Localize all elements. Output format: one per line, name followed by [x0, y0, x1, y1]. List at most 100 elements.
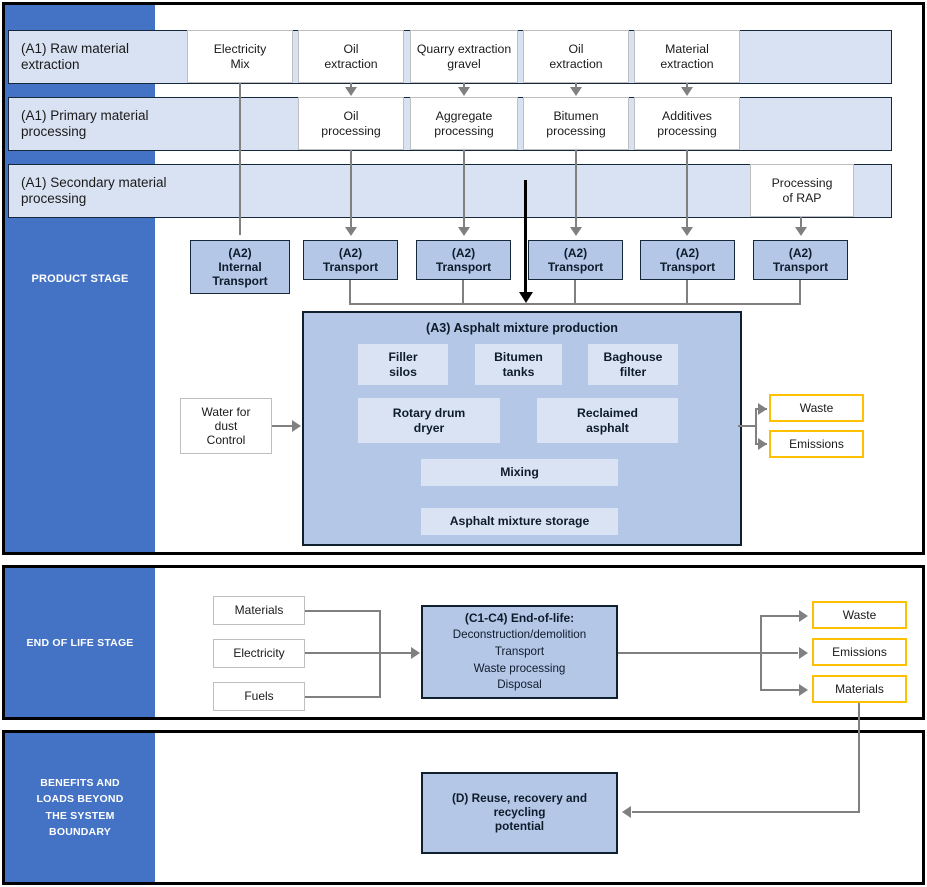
connector-materials-to-module-d [858, 703, 860, 813]
box-line2: asphalt [586, 420, 629, 435]
a1-raw-material-label: (A1) Raw material extraction [8, 30, 193, 84]
a2-internal-transport[interactable]: (A2) Internal Transport [190, 240, 290, 294]
a2-transport-1[interactable]: (A2) Transport [303, 240, 398, 280]
a1-secondary-label-line1: (A1) Secondary material [21, 174, 167, 190]
a2-transport-2[interactable]: (A2) Transport [416, 240, 511, 280]
eol-process-title: (C1-C4) End-of-life: [464, 610, 575, 625]
box-oil-extraction-2[interactable]: Oil extraction [523, 30, 629, 83]
box-material-extraction[interactable]: Material extraction [634, 30, 740, 83]
a1-primary-label-line2: processing [21, 124, 87, 139]
box-line1: Processing [771, 176, 833, 190]
box-line1: (A2) [228, 245, 252, 260]
box-oil-processing[interactable]: Oil processing [298, 97, 404, 150]
eol-out-riser [760, 615, 762, 690]
box-line1: Asphalt mixture storage [449, 514, 590, 529]
output-waste-production[interactable]: Waste [769, 394, 864, 422]
eol-input-materials[interactable]: Materials [213, 596, 305, 625]
end-of-life-stage-band: END OF LIFE STAGE [5, 568, 155, 717]
beyond-boundary-stage-band: BENEFITS AND LOADS BEYOND THE SYSTEM BOU… [5, 733, 155, 882]
a3-production-title: (A3) Asphalt mixture production [426, 321, 618, 335]
arrow-eol-to-emissions [799, 647, 808, 659]
subbox-asphalt-mixture-storage[interactable]: Asphalt mixture storage [421, 508, 618, 535]
connector-aggregate-down [463, 150, 465, 228]
a2-transport-3[interactable]: (A2) Transport [528, 240, 623, 280]
arrow-oil-proc-down [345, 227, 357, 236]
subbox-baghouse-filter[interactable]: Baghouse filter [588, 344, 678, 385]
beyond-boundary-line-2: LOADS BEYOND [36, 793, 124, 806]
arrow-material-to-additives [681, 87, 693, 96]
eol-output-waste[interactable]: Waste [812, 601, 907, 629]
connector-materials-to-module-d-horizontal [632, 811, 860, 813]
eol-input-fuels[interactable]: Fuels [213, 682, 305, 711]
box-water-for-dust-control[interactable]: Water for dust Control [180, 398, 272, 454]
input-label: Materials [234, 603, 284, 618]
arrow-eol-to-waste [799, 610, 808, 622]
box-electricity-mix[interactable]: Electricity Mix [187, 30, 293, 83]
connector-water-to-a3 [272, 425, 293, 427]
eol-output-emissions[interactable]: Emissions [812, 638, 907, 666]
beyond-boundary-line-4: BOUNDARY [49, 825, 111, 838]
box-quarry-extraction-gravel[interactable]: Quarry extraction gravel [410, 30, 518, 83]
box-line2: Transport [322, 260, 379, 274]
a2-transport-5[interactable]: (A2) Transport [753, 240, 848, 280]
eol-bus-fuels [305, 696, 380, 698]
box-line1: (A2) [563, 245, 588, 260]
arrow-oil-ext-to-oil-proc [345, 87, 357, 96]
arrow-a3-to-waste [758, 403, 767, 415]
box-line1: Rotary drum [392, 406, 466, 421]
a1-secondary-processing-label: (A1) Secondary material processing [8, 164, 248, 218]
box-line1: Electricity [213, 42, 267, 56]
beyond-boundary-line-3: THE SYSTEM [45, 809, 115, 822]
box-line1: Additives [662, 109, 712, 123]
box-line1: Bitumen [494, 350, 543, 365]
box-additives-processing[interactable]: Additives processing [634, 97, 740, 150]
box-line1: Bitumen [553, 109, 599, 123]
box-line2: dryer [413, 420, 445, 435]
bus-drop-t4 [686, 280, 688, 305]
box-bitumen-processing[interactable]: Bitumen processing [523, 97, 629, 150]
subbox-mixing[interactable]: Mixing [421, 459, 618, 486]
output-label: Emissions [789, 436, 844, 451]
input-label: Electricity [233, 646, 285, 661]
eol-bus-to-process [305, 652, 413, 654]
box-line2: processing [321, 123, 381, 138]
box-line2: gravel [447, 56, 481, 71]
box-line2: filter [619, 364, 647, 379]
subbox-rotary-drum-dryer[interactable]: Rotary drum dryer [358, 398, 500, 443]
a1-raw-label-line2: extraction [21, 57, 80, 72]
output-label: Emissions [832, 644, 887, 659]
eol-process-box[interactable]: (C1-C4) End-of-life: Deconstruction/demo… [421, 605, 618, 699]
connector-oil-ext-to-bitumen [575, 83, 577, 88]
eol-process-line-4: Disposal [497, 678, 542, 692]
box-line2: silos [389, 364, 417, 379]
a1-secondary-processing-band [8, 164, 892, 218]
arrow-eol-to-materials [799, 684, 808, 696]
module-d-box[interactable]: (D) Reuse, recovery and recycling potent… [421, 772, 618, 854]
box-line2: Transport [659, 260, 716, 274]
bus-drop-t3 [574, 280, 576, 305]
eol-input-electricity[interactable]: Electricity [213, 639, 305, 668]
product-stage-band: PRODUCT STAGE [5, 5, 155, 552]
box-line1: Oil [343, 42, 359, 56]
output-emissions-production[interactable]: Emissions [769, 430, 864, 458]
box-line1: Oil [343, 109, 359, 123]
arrow-quarry-to-aggregate [458, 87, 470, 96]
box-line1: (A2) [338, 245, 363, 260]
arrow-oil-ext-to-bitumen [570, 87, 582, 96]
box-processing-of-rap[interactable]: Processing of RAP [750, 164, 854, 217]
eol-output-materials[interactable]: Materials [812, 675, 907, 703]
a2-transport-4[interactable]: (A2) Transport [640, 240, 735, 280]
a1-secondary-label-line2: processing [21, 191, 87, 206]
eol-process-line-2: Transport [494, 644, 545, 658]
arrow-rap-down [795, 227, 807, 236]
box-line2: Internal [218, 259, 262, 274]
eol-bus-materials [305, 610, 380, 612]
box-aggregate-processing[interactable]: Aggregate processing [410, 97, 518, 150]
box-line1: (A2) [788, 245, 813, 260]
subbox-reclaimed-asphalt[interactable]: Reclaimed asphalt [537, 398, 678, 443]
box-line1: Oil [568, 42, 584, 56]
box-oil-extraction-1[interactable]: Oil extraction [298, 30, 404, 83]
subbox-filler-silos[interactable]: Filler silos [358, 344, 448, 385]
subbox-bitumen-tanks[interactable]: Bitumen tanks [475, 344, 562, 385]
